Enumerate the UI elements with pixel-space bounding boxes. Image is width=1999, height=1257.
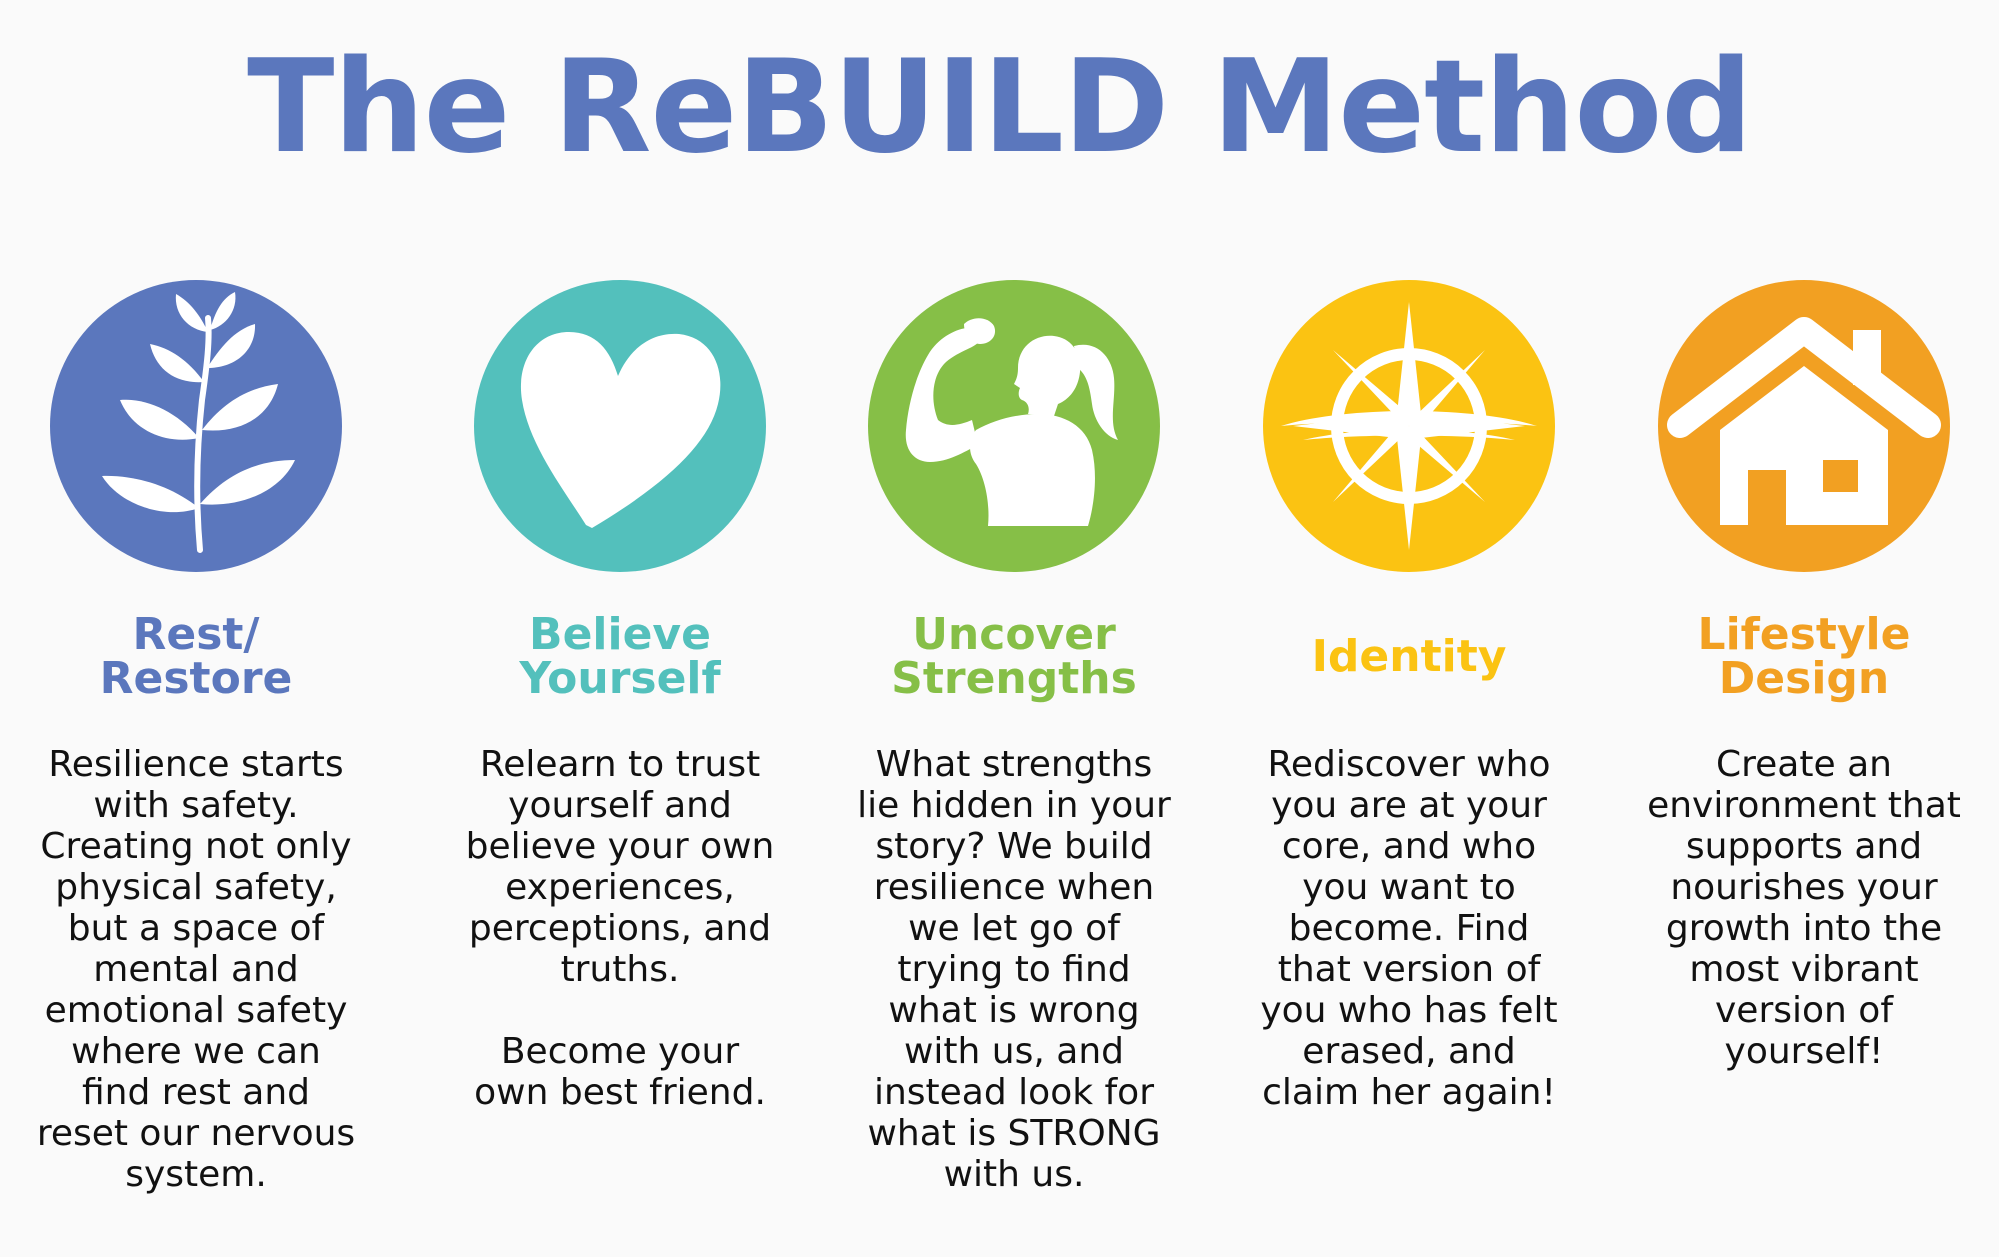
- heading-line: Lifestyle: [1697, 609, 1911, 660]
- pillar-description: What strengths lie hidden in your story?…: [839, 744, 1189, 1195]
- pillar-rest-restore: Rest/ Restore Resilience starts with saf…: [16, 280, 376, 1195]
- desc-line: what is wrong: [888, 990, 1140, 1031]
- pillar-lifestyle-design: Lifestyle Design Create an environment t…: [1624, 280, 1984, 1072]
- desc-line: with us, and: [903, 1031, 1124, 1072]
- desc-line: story? We build: [875, 826, 1153, 867]
- desc-line: mental and: [93, 949, 299, 990]
- heading-line: Yourself: [519, 653, 721, 704]
- desc-line: Relearn to trust: [479, 744, 761, 785]
- leaf-sprout-icon: [50, 280, 342, 572]
- desc-line: where we can: [71, 1031, 321, 1072]
- desc-line: with us.: [943, 1154, 1085, 1195]
- desc-line: perceptions, and: [468, 908, 772, 949]
- pillar-description: Create an environment that supports and …: [1629, 744, 1979, 1072]
- identity-icon-circle: [1263, 280, 1555, 572]
- lifestyle-icon-circle: [1658, 280, 1950, 572]
- pillar-description: Relearn to trust yourself and believe yo…: [445, 744, 795, 1113]
- pillar-heading: Lifestyle Design: [1698, 592, 1911, 722]
- desc-line: trying to find: [897, 949, 1131, 990]
- desc-line: core, and who: [1281, 826, 1537, 867]
- pillar-believe-yourself: Believe Yourself Relearn to trust yourse…: [440, 280, 800, 1113]
- desc-line: Resilience starts: [48, 744, 344, 785]
- desc-line: lie hidden in your: [857, 785, 1171, 826]
- desc-line: Creating not only: [40, 826, 352, 867]
- desc-line: but a space of: [67, 908, 325, 949]
- desc-line: most vibrant: [1689, 949, 1919, 990]
- desc-line: emotional safety: [44, 990, 348, 1031]
- pillar-heading: Believe Yourself: [519, 592, 720, 722]
- desc-line: version of: [1715, 990, 1893, 1031]
- desc-line: reset our nervous: [36, 1113, 356, 1154]
- desc-line: nourishes your: [1670, 867, 1938, 908]
- desc-line: instead look for: [873, 1072, 1155, 1113]
- desc-line: yourself and: [508, 785, 732, 826]
- pillar-description: Rediscover who you are at your core, and…: [1234, 744, 1584, 1113]
- desc-line: environment that: [1647, 785, 1961, 826]
- desc-line: Create an: [1716, 744, 1892, 785]
- desc-line: believe your own: [465, 826, 775, 867]
- desc-line: yourself!: [1724, 1031, 1884, 1072]
- strong-woman-icon: [868, 280, 1160, 572]
- desc-line: What strengths: [875, 744, 1153, 785]
- heading-line: Believe: [529, 609, 711, 660]
- pillar-uncover-strengths: Uncover Strengths What strengths lie hid…: [834, 280, 1194, 1195]
- desc-line: growth into the: [1665, 908, 1943, 949]
- desc-line: you are at your: [1271, 785, 1547, 826]
- desc-line: that version of: [1277, 949, 1541, 990]
- desc-line: you want to: [1302, 867, 1516, 908]
- pillar-identity: Identity Rediscover who you are at your …: [1229, 280, 1589, 1113]
- page-title: The ReBUILD Method: [247, 33, 1753, 182]
- desc-line: supports and: [1685, 826, 1923, 867]
- desc-line: physical safety,: [55, 867, 337, 908]
- pillar-heading: Uncover Strengths: [891, 592, 1137, 722]
- uncover-icon-circle: [868, 280, 1160, 572]
- heart-icon: [474, 280, 766, 572]
- desc-line: claim her again!: [1262, 1072, 1556, 1113]
- heading-line: Rest/: [132, 609, 260, 660]
- rest-icon-circle: [50, 280, 342, 572]
- desc-line: you who has felt: [1260, 990, 1558, 1031]
- heading-line: Design: [1718, 653, 1890, 704]
- desc-spacer: [445, 990, 795, 1031]
- heading-line: Strengths: [891, 653, 1137, 704]
- heading-line: Restore: [99, 653, 293, 704]
- desc-line: truths.: [560, 949, 680, 990]
- desc-line: experiences,: [505, 867, 735, 908]
- desc-line: Rediscover who: [1267, 744, 1551, 785]
- desc-line: erased, and: [1302, 1031, 1516, 1072]
- desc-line: what is STRONG: [867, 1113, 1161, 1154]
- desc-line: we let go of: [908, 908, 1120, 949]
- desc-line: find rest and: [82, 1072, 310, 1113]
- heading-line: Uncover: [912, 609, 1116, 660]
- pillar-heading: Rest/ Restore: [100, 592, 293, 722]
- pillar-description: Resilience starts with safety. Creating …: [21, 744, 371, 1195]
- desc-line: system.: [125, 1154, 267, 1195]
- desc-line: Become your: [500, 1031, 740, 1072]
- believe-icon-circle: [474, 280, 766, 572]
- pillar-heading: Identity: [1312, 592, 1507, 722]
- desc-line: resilience when: [873, 867, 1155, 908]
- desc-line: become. Find: [1288, 908, 1530, 949]
- heading-line: Identity: [1311, 631, 1507, 682]
- compass-star-icon: [1263, 280, 1555, 572]
- desc-line: with safety.: [93, 785, 299, 826]
- desc-line: own best friend.: [474, 1072, 766, 1113]
- house-icon: [1658, 280, 1950, 572]
